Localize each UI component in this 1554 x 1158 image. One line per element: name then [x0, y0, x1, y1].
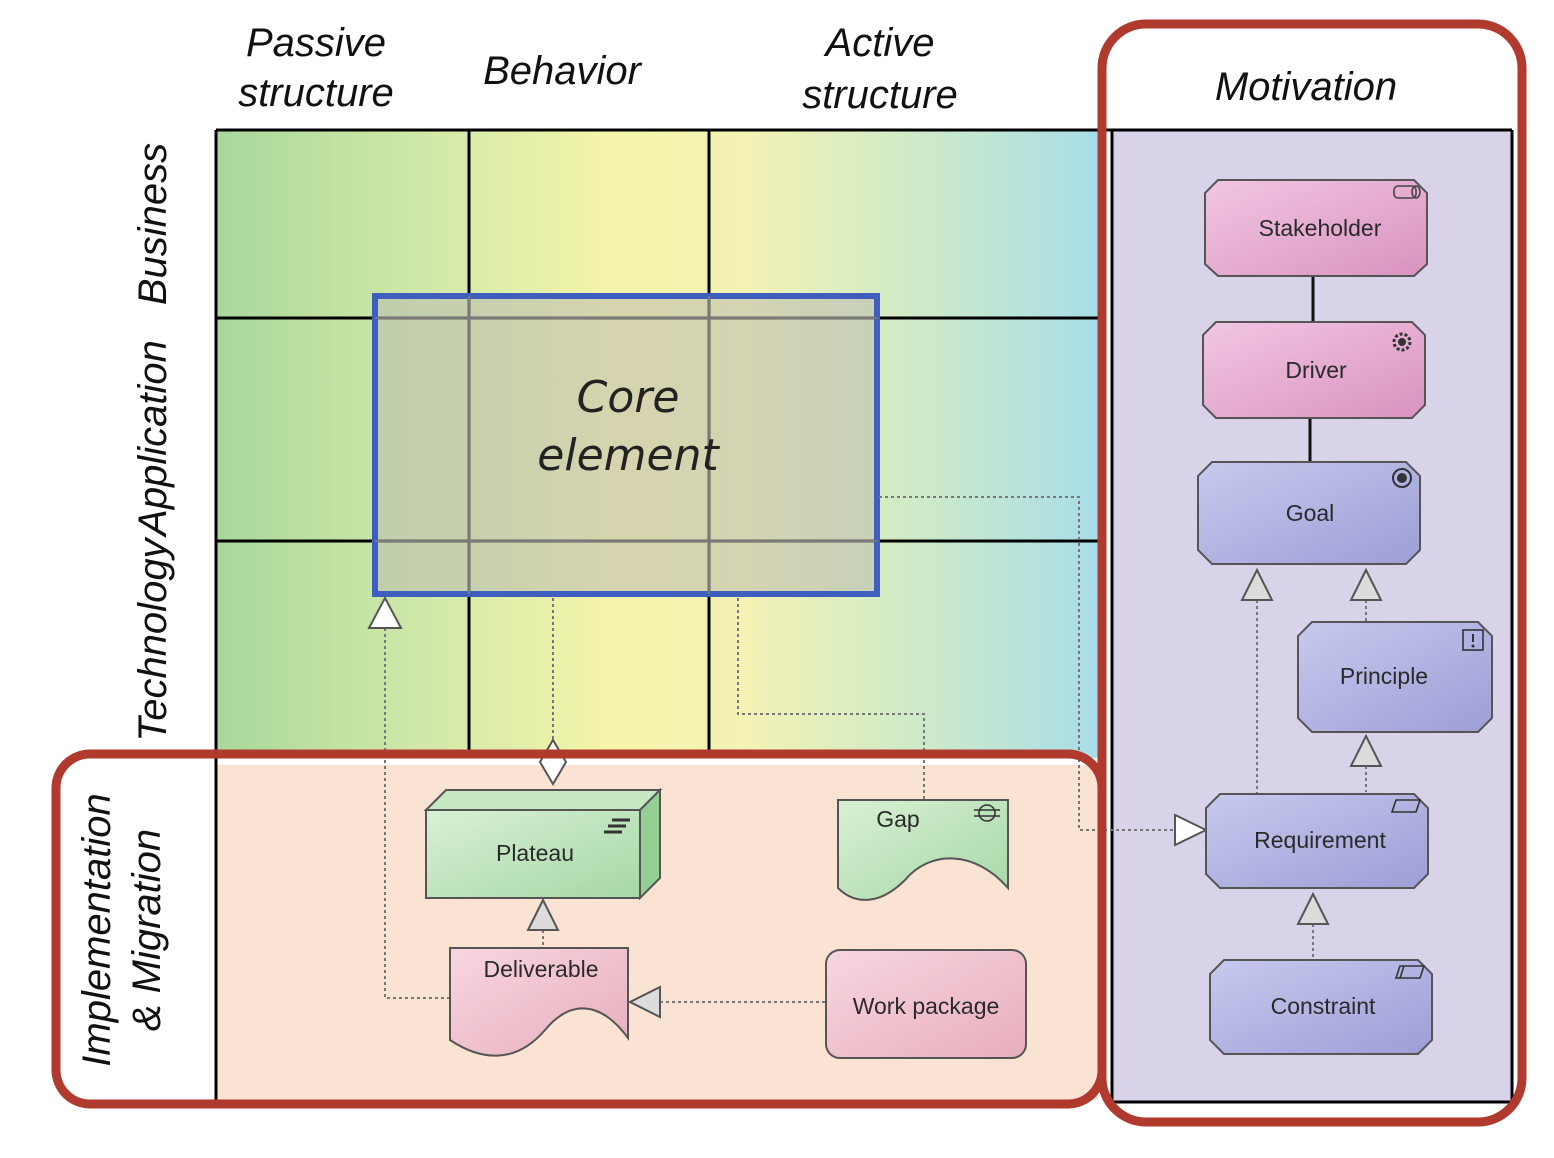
driver-label: Driver	[1285, 357, 1347, 383]
arrowhead-to-principle	[1349, 733, 1383, 767]
arrowhead-to-goal-left	[1240, 567, 1274, 601]
constraint-element[interactable]: Constraint	[1209, 959, 1433, 1055]
header-passive-structure-line1: Passive	[246, 21, 386, 65]
arrowhead-to-plateau	[526, 897, 560, 931]
gap-icon	[974, 804, 1000, 822]
principle-label: Principle	[1340, 663, 1428, 689]
principle-icon	[1462, 629, 1484, 651]
requirement-label: Requirement	[1254, 827, 1386, 853]
driver-element[interactable]: Driver	[1202, 321, 1426, 419]
arrowhead-to-requirement	[1174, 813, 1209, 847]
goal-target-icon	[1392, 468, 1412, 488]
core-element-label-line1: Core	[577, 372, 680, 423]
gap-label: Gap	[876, 806, 919, 832]
arrowhead-to-requirement-bottom	[1296, 891, 1330, 925]
stakeholder-element[interactable]: Stakeholder	[1204, 179, 1428, 277]
header-behavior: Behavior	[483, 49, 643, 93]
work-package-label: Work package	[853, 993, 1000, 1019]
core-element-box: Core element	[372, 293, 880, 597]
core-element-label-line2: element	[537, 430, 720, 481]
goal-label: Goal	[1286, 500, 1335, 526]
header-passive-structure-line2: structure	[238, 71, 394, 115]
header-active-structure-line2: structure	[802, 73, 958, 117]
arrowhead-to-deliverable	[627, 985, 661, 1019]
requirement-element[interactable]: Requirement	[1205, 793, 1429, 889]
work-package-element[interactable]: Work package	[825, 949, 1027, 1059]
header-active-structure-line1: Active	[824, 21, 935, 65]
layer-label-business: Business	[131, 143, 175, 305]
plateau-label: Plateau	[496, 840, 574, 866]
gap-element[interactable]: Gap	[837, 799, 1009, 901]
deliverable-label: Deliverable	[483, 956, 598, 982]
goal-element[interactable]: Goal	[1197, 461, 1421, 565]
constraint-label: Constraint	[1271, 993, 1376, 1019]
deliverable-element[interactable]: Deliverable	[449, 947, 629, 1057]
layer-label-application: Application	[131, 340, 175, 538]
requirement-icon	[1390, 799, 1422, 813]
driver-gear-icon	[1392, 332, 1412, 352]
layer-label-implementation: Implementation	[75, 793, 119, 1066]
stakeholder-icon	[1393, 185, 1421, 199]
arrowhead-to-goal-right	[1349, 567, 1383, 601]
motivation-highlight	[1097, 19, 1527, 1127]
arrowhead-to-core-element	[367, 595, 403, 629]
stakeholder-label: Stakeholder	[1259, 215, 1382, 241]
plateau-element[interactable]: Plateau	[423, 787, 663, 901]
layer-label-technology: Technology	[131, 535, 175, 741]
layer-label-migration: & Migration	[125, 829, 169, 1031]
plateau-icon	[604, 818, 630, 834]
header-motivation: Motivation	[1215, 65, 1397, 109]
principle-element[interactable]: Principle	[1297, 621, 1493, 733]
constraint-icon	[1394, 965, 1426, 979]
